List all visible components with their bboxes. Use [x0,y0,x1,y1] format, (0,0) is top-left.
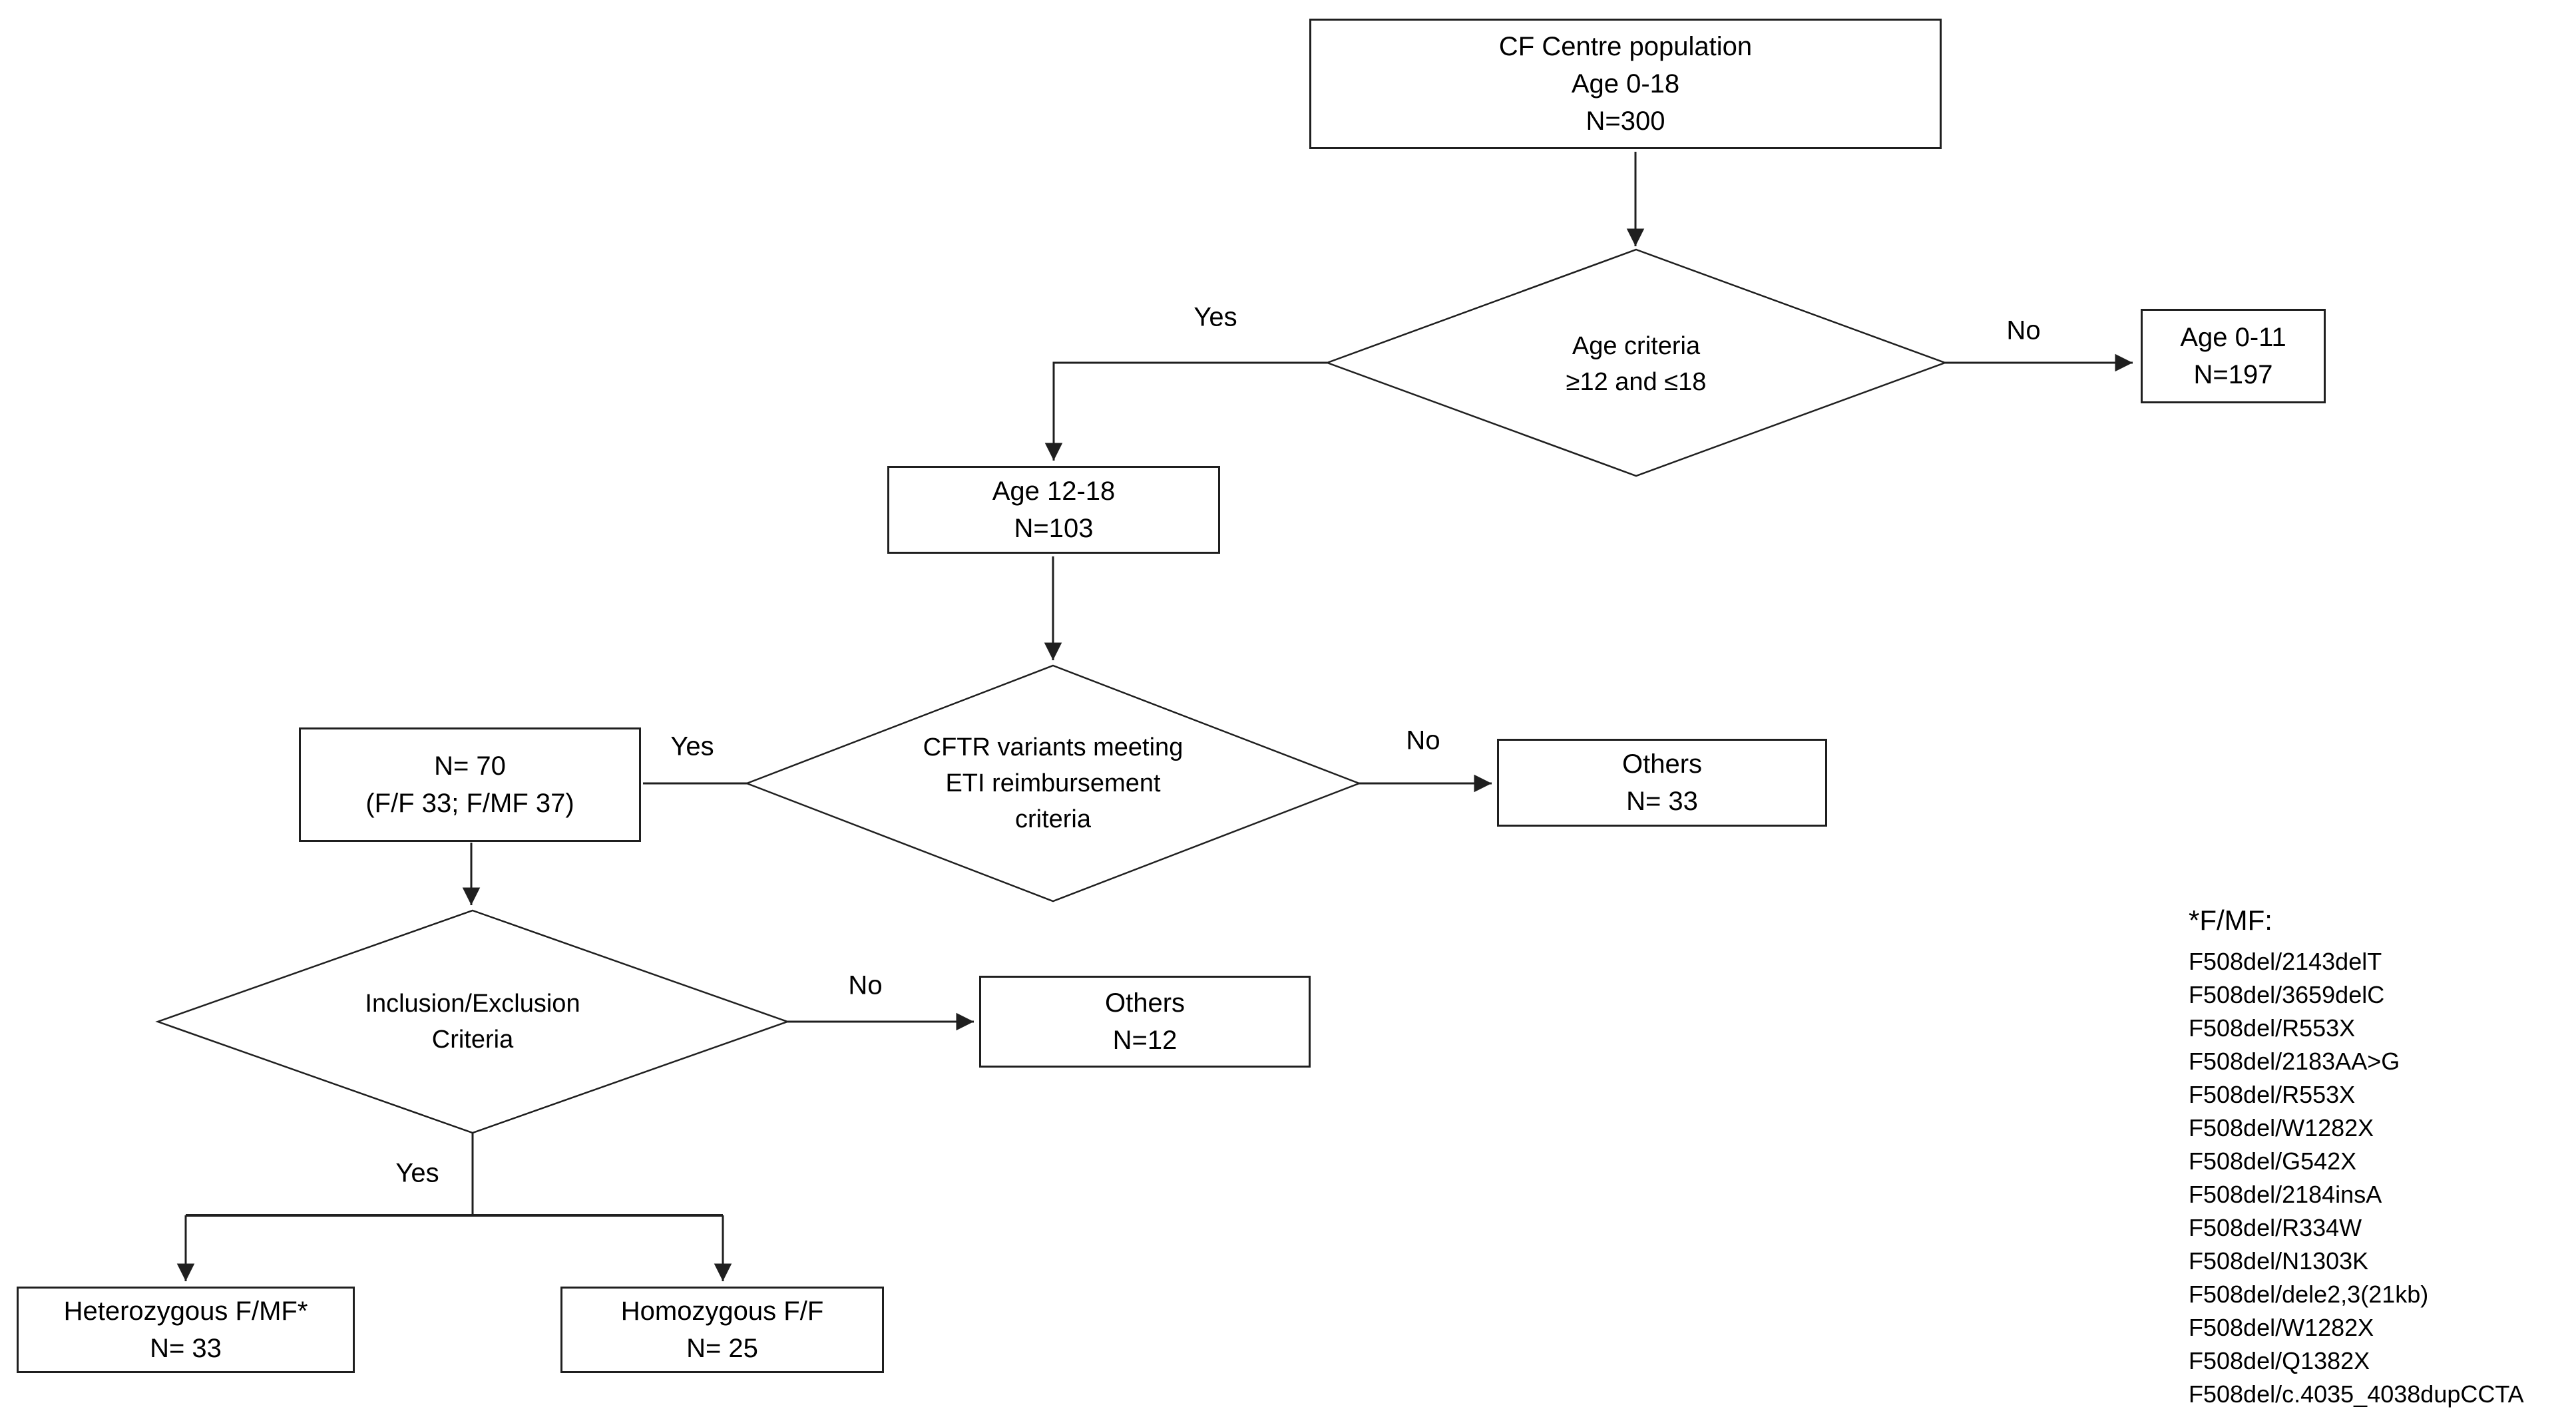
edge-label-age-yes: Yes [1193,302,1237,332]
box-line: Heterozygous F/MF* [63,1297,308,1326]
footnote-title: *F/MF: [2189,905,2272,936]
box-line: N=12 [1112,1026,1178,1055]
footnote-item: F508del/W1282X [2189,1314,2374,1341]
footnote-item: F508del/Q1382X [2189,1347,2370,1374]
box-line: N=197 [2193,360,2273,389]
box-line: N= 33 [1626,787,1698,816]
footnote-item: F508del/G542X [2189,1147,2357,1175]
footnote-item: F508del/R553X [2189,1014,2356,1042]
box-cf-centre-population: CF Centre population Age 0-18 N=300 [1309,19,1942,149]
box-age-12-18: Age 12-18 N=103 [887,466,1220,554]
decision-diamond-age-criteria [1325,248,1948,477]
footnote-item: F508del/R553X [2189,1081,2356,1108]
box-others-inclusion: Others N=12 [979,976,1311,1068]
box-line: N=103 [1014,514,1094,543]
box-line: N= 70 [434,751,506,781]
box-line: N= 33 [150,1334,222,1363]
box-eligible-n70: N= 70 (F/F 33; F/MF 37) [299,727,641,842]
box-age-0-11: Age 0-11 N=197 [2141,309,2326,403]
footnote-item: F508del/N1303K [2189,1247,2369,1275]
footnote-fmf-variants: *F/MF: F508del/2143delT F508del/3659delC… [2189,903,2524,1411]
arrow-age-yes-to-age1218 [1044,361,1327,461]
edge-label-cftr-no: No [1406,725,1440,755]
box-line: Age 0-11 [2180,323,2286,352]
box-homozygous-ff: Homozygous F/F N= 25 [560,1287,884,1373]
footnote-item: F508del/2143delT [2189,948,2382,975]
edge-label-cftr-yes: Yes [670,731,714,761]
box-line: CF Centre population [1498,32,1753,61]
box-line: Homozygous F/F [620,1297,824,1326]
box-heterozygous-fmf: Heterozygous F/MF* N= 33 [17,1287,355,1373]
decision-diamond-inclusion-exclusion [155,909,790,1134]
decision-diamond-cftr-variants [744,664,1362,903]
edge-label-age-no: No [2006,315,2041,345]
box-line: N=300 [1586,106,1665,136]
box-others-cftr: Others N= 33 [1497,739,1827,827]
edge-label-inclusion-yes: Yes [395,1158,439,1188]
footnote-item: F508del/dele2,3(21kb) [2189,1281,2429,1308]
box-line: Age 12-18 [992,477,1116,506]
box-line: (F/F 33; F/MF 37) [365,789,574,818]
footnote-item: F508del/2183AA>G [2189,1048,2400,1075]
box-line: N= 25 [686,1334,758,1363]
edge-label-inclusion-no: No [848,970,883,1000]
footnote-item: F508del/c.4035_4038dupCCTA [2189,1380,2524,1408]
footnote-item: F508del/R334W [2189,1214,2362,1241]
box-line: Age 0-18 [1571,69,1680,99]
footnote-item: F508del/W1282X [2189,1114,2374,1141]
footnote-item: F508del/3659delC [2189,981,2385,1008]
box-line: Others [1104,988,1185,1018]
footnote-item: F508del/2184insA [2189,1181,2382,1208]
box-line: Others [1621,749,1703,779]
